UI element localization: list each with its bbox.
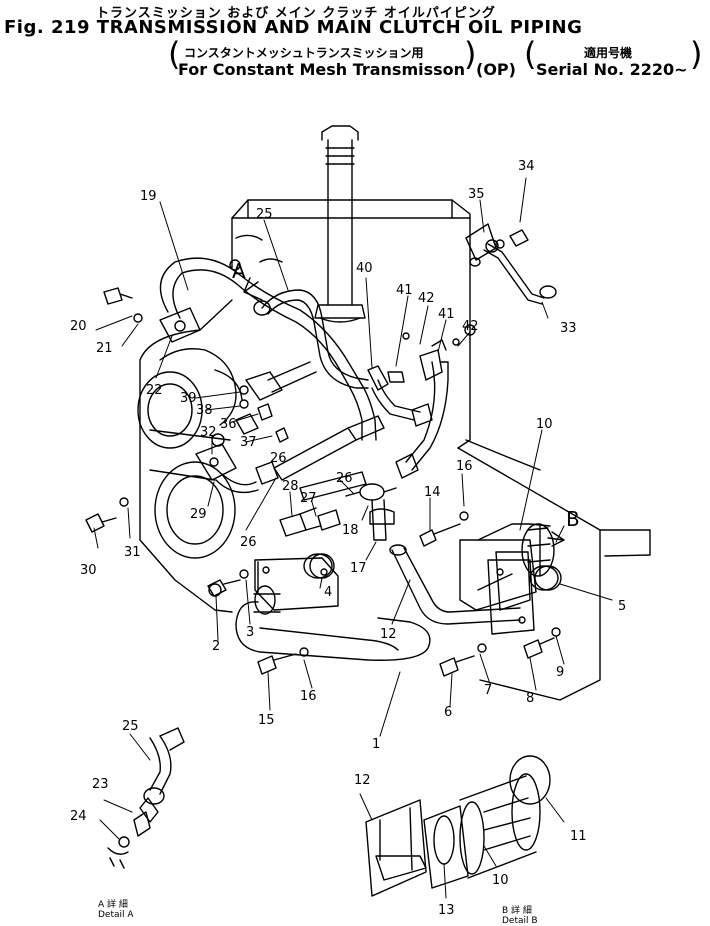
- arrow-b: [547, 531, 565, 547]
- callout-19: 19: [140, 189, 157, 204]
- flange-32: [195, 443, 259, 494]
- detail-a-caption: A 詳 細 Detail A: [98, 900, 134, 920]
- detail-b-caption: B 詳 細 Detail B: [502, 906, 538, 926]
- callout-16: 16: [300, 689, 317, 704]
- detail-b-callout-10: 10: [492, 873, 509, 888]
- callout-21: 21: [96, 341, 113, 356]
- callout-1: 1: [372, 737, 380, 752]
- detail-b-callout-11: 11: [570, 829, 587, 844]
- callout-15: 15: [258, 713, 275, 728]
- callout-32: 32: [200, 425, 217, 440]
- figure-title: Fig. 219 TRANSMISSION AND MAIN CLUTCH OI…: [4, 17, 583, 38]
- callout-35: 35: [468, 187, 485, 202]
- callout-22: 22: [146, 383, 163, 398]
- view-marker-a: A: [232, 259, 246, 283]
- detail-b-callout-12: 12: [354, 773, 371, 788]
- detail-b-caption-jp: B 詳 細: [502, 906, 532, 916]
- flange-right: [487, 559, 535, 635]
- callout-38: 38: [196, 403, 213, 418]
- tube-33: [465, 223, 557, 305]
- callout-7: 7: [484, 683, 492, 698]
- detail-a-callout-23: 23: [92, 777, 109, 792]
- detail-a-caption-jp: A 詳 細: [98, 900, 128, 910]
- tee-18: [345, 483, 397, 541]
- o-ring-5: [534, 565, 562, 591]
- detail-a-caption-en: Detail A: [98, 910, 134, 920]
- serial-number: Serial No. 2220~: [536, 60, 688, 79]
- diagram-header: トランスミッション および メイン クラッチ オイルパイピング Fig. 219…: [0, 0, 710, 90]
- serial-japanese: 適用号機: [584, 46, 633, 60]
- callout-26: 26: [336, 471, 353, 486]
- fitting-28: [279, 507, 341, 537]
- view-marker-b: B: [566, 507, 580, 531]
- callout-42: 42: [462, 319, 479, 334]
- callout-41: 41: [396, 283, 413, 298]
- callout-36: 36: [220, 417, 237, 432]
- callout-20: 20: [70, 319, 87, 334]
- detail-a-callout-24: 24: [70, 809, 87, 824]
- detail-a-callouts: 25 23 24: [70, 719, 139, 824]
- callout-16: 16: [456, 459, 473, 474]
- callout-28: 28: [282, 479, 299, 494]
- callout-37: 37: [240, 435, 257, 450]
- pipe-25: [253, 289, 369, 389]
- callout-labels: 1234567891012141516161718192021222526262…: [70, 159, 626, 752]
- callout-27: 27: [300, 491, 317, 506]
- callout-10: 10: [536, 417, 553, 432]
- pipe-12: [389, 544, 521, 625]
- detail-b-caption-en: Detail B: [502, 916, 538, 926]
- callout-42: 42: [418, 291, 435, 306]
- callout-31: 31: [124, 545, 141, 560]
- leader-lines: [93, 177, 613, 737]
- arrow-a: [243, 277, 263, 301]
- pipe-26: [235, 361, 385, 501]
- detail-a-callout-25: 25: [122, 719, 139, 734]
- callout-41: 41: [438, 307, 455, 322]
- callout-25: 25: [256, 207, 273, 222]
- subtitle-english: For Constant Mesh Transmisson: [178, 60, 466, 79]
- callout-12: 12: [380, 627, 397, 642]
- detail-b-drawing: [359, 755, 565, 899]
- callout-26: 26: [240, 535, 257, 550]
- subtitle-japanese: コンスタントメッシュトランスミッション用: [184, 46, 424, 60]
- transmission-case: [137, 199, 651, 701]
- callout-18: 18: [342, 523, 359, 538]
- callout-5: 5: [618, 599, 626, 614]
- bolts: [85, 229, 561, 677]
- callout-33: 33: [560, 321, 577, 336]
- callout-14: 14: [424, 485, 441, 500]
- vertical-shaft: [314, 125, 366, 323]
- callout-39: 39: [180, 391, 197, 406]
- detail-b-callouts: 12 11 10 13: [354, 773, 587, 918]
- callout-4: 4: [324, 585, 332, 600]
- detail-a-drawing: [99, 727, 185, 869]
- callout-40: 40: [356, 261, 373, 276]
- detail-b-callout-13: 13: [438, 903, 455, 918]
- callout-34: 34: [518, 159, 535, 174]
- callout-9: 9: [556, 665, 564, 680]
- callout-17: 17: [350, 561, 367, 576]
- title-japanese: トランスミッション および メイン クラッチ オイルパイピング: [96, 6, 496, 21]
- callout-6: 6: [444, 705, 452, 720]
- flange-left: [254, 553, 339, 611]
- pipe-40-41: [367, 339, 449, 479]
- subtitle-op: (OP): [476, 60, 516, 79]
- pipe-1: [235, 585, 431, 661]
- callout-8: 8: [526, 691, 534, 706]
- callout-30: 30: [80, 563, 97, 578]
- callout-2: 2: [212, 639, 220, 654]
- callout-26: 26: [270, 451, 287, 466]
- callout-3: 3: [246, 625, 254, 640]
- callout-29: 29: [190, 507, 207, 522]
